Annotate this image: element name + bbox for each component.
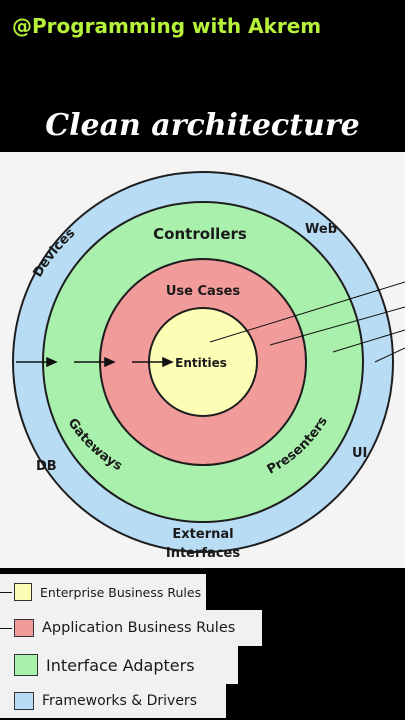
page-title: Clean architecture	[45, 108, 360, 143]
db-label: DB	[36, 459, 57, 474]
pointer-line	[269, 306, 405, 346]
legend-item-enterprise: Enterprise Business Rules	[0, 574, 206, 610]
pointer-line	[374, 347, 405, 363]
web-label: Web	[305, 222, 337, 237]
pointer-line	[332, 329, 405, 353]
flow-arrow	[74, 356, 116, 368]
legend-label: Enterprise Business Rules	[40, 584, 202, 600]
flow-arrow	[132, 356, 174, 368]
flow-arrow	[16, 356, 58, 368]
legend-item-application: Application Business Rules	[0, 610, 262, 646]
ui-label: UI	[352, 446, 367, 461]
legend-swatch	[14, 654, 38, 676]
legend-connector	[0, 628, 12, 629]
use-cases-label: Use Cases	[166, 284, 241, 299]
legend-connector	[0, 592, 12, 593]
interfaces-label: Interfaces	[166, 546, 240, 561]
legend-label: Interface Adapters	[46, 655, 195, 675]
legend-swatch	[14, 692, 34, 710]
legend-item-adapters: Interface Adapters	[0, 646, 238, 684]
legend-label: Frameworks & Drivers	[42, 693, 197, 709]
entities-label: Entities	[175, 356, 227, 370]
legend: Enterprise Business Rules Application Bu…	[0, 568, 405, 720]
channel-title: @Programming with Akrem	[12, 14, 322, 38]
legend-swatch	[14, 619, 34, 637]
controllers-label: Controllers	[153, 225, 247, 243]
legend-label: Application Business Rules	[42, 620, 236, 636]
external-label: External	[172, 527, 233, 542]
legend-swatch	[14, 583, 32, 601]
pointer-line	[209, 281, 405, 343]
clean-architecture-diagram: Devices Web DB UI External Interfaces Co…	[12, 171, 405, 561]
legend-item-frameworks: Frameworks & Drivers	[0, 684, 226, 718]
